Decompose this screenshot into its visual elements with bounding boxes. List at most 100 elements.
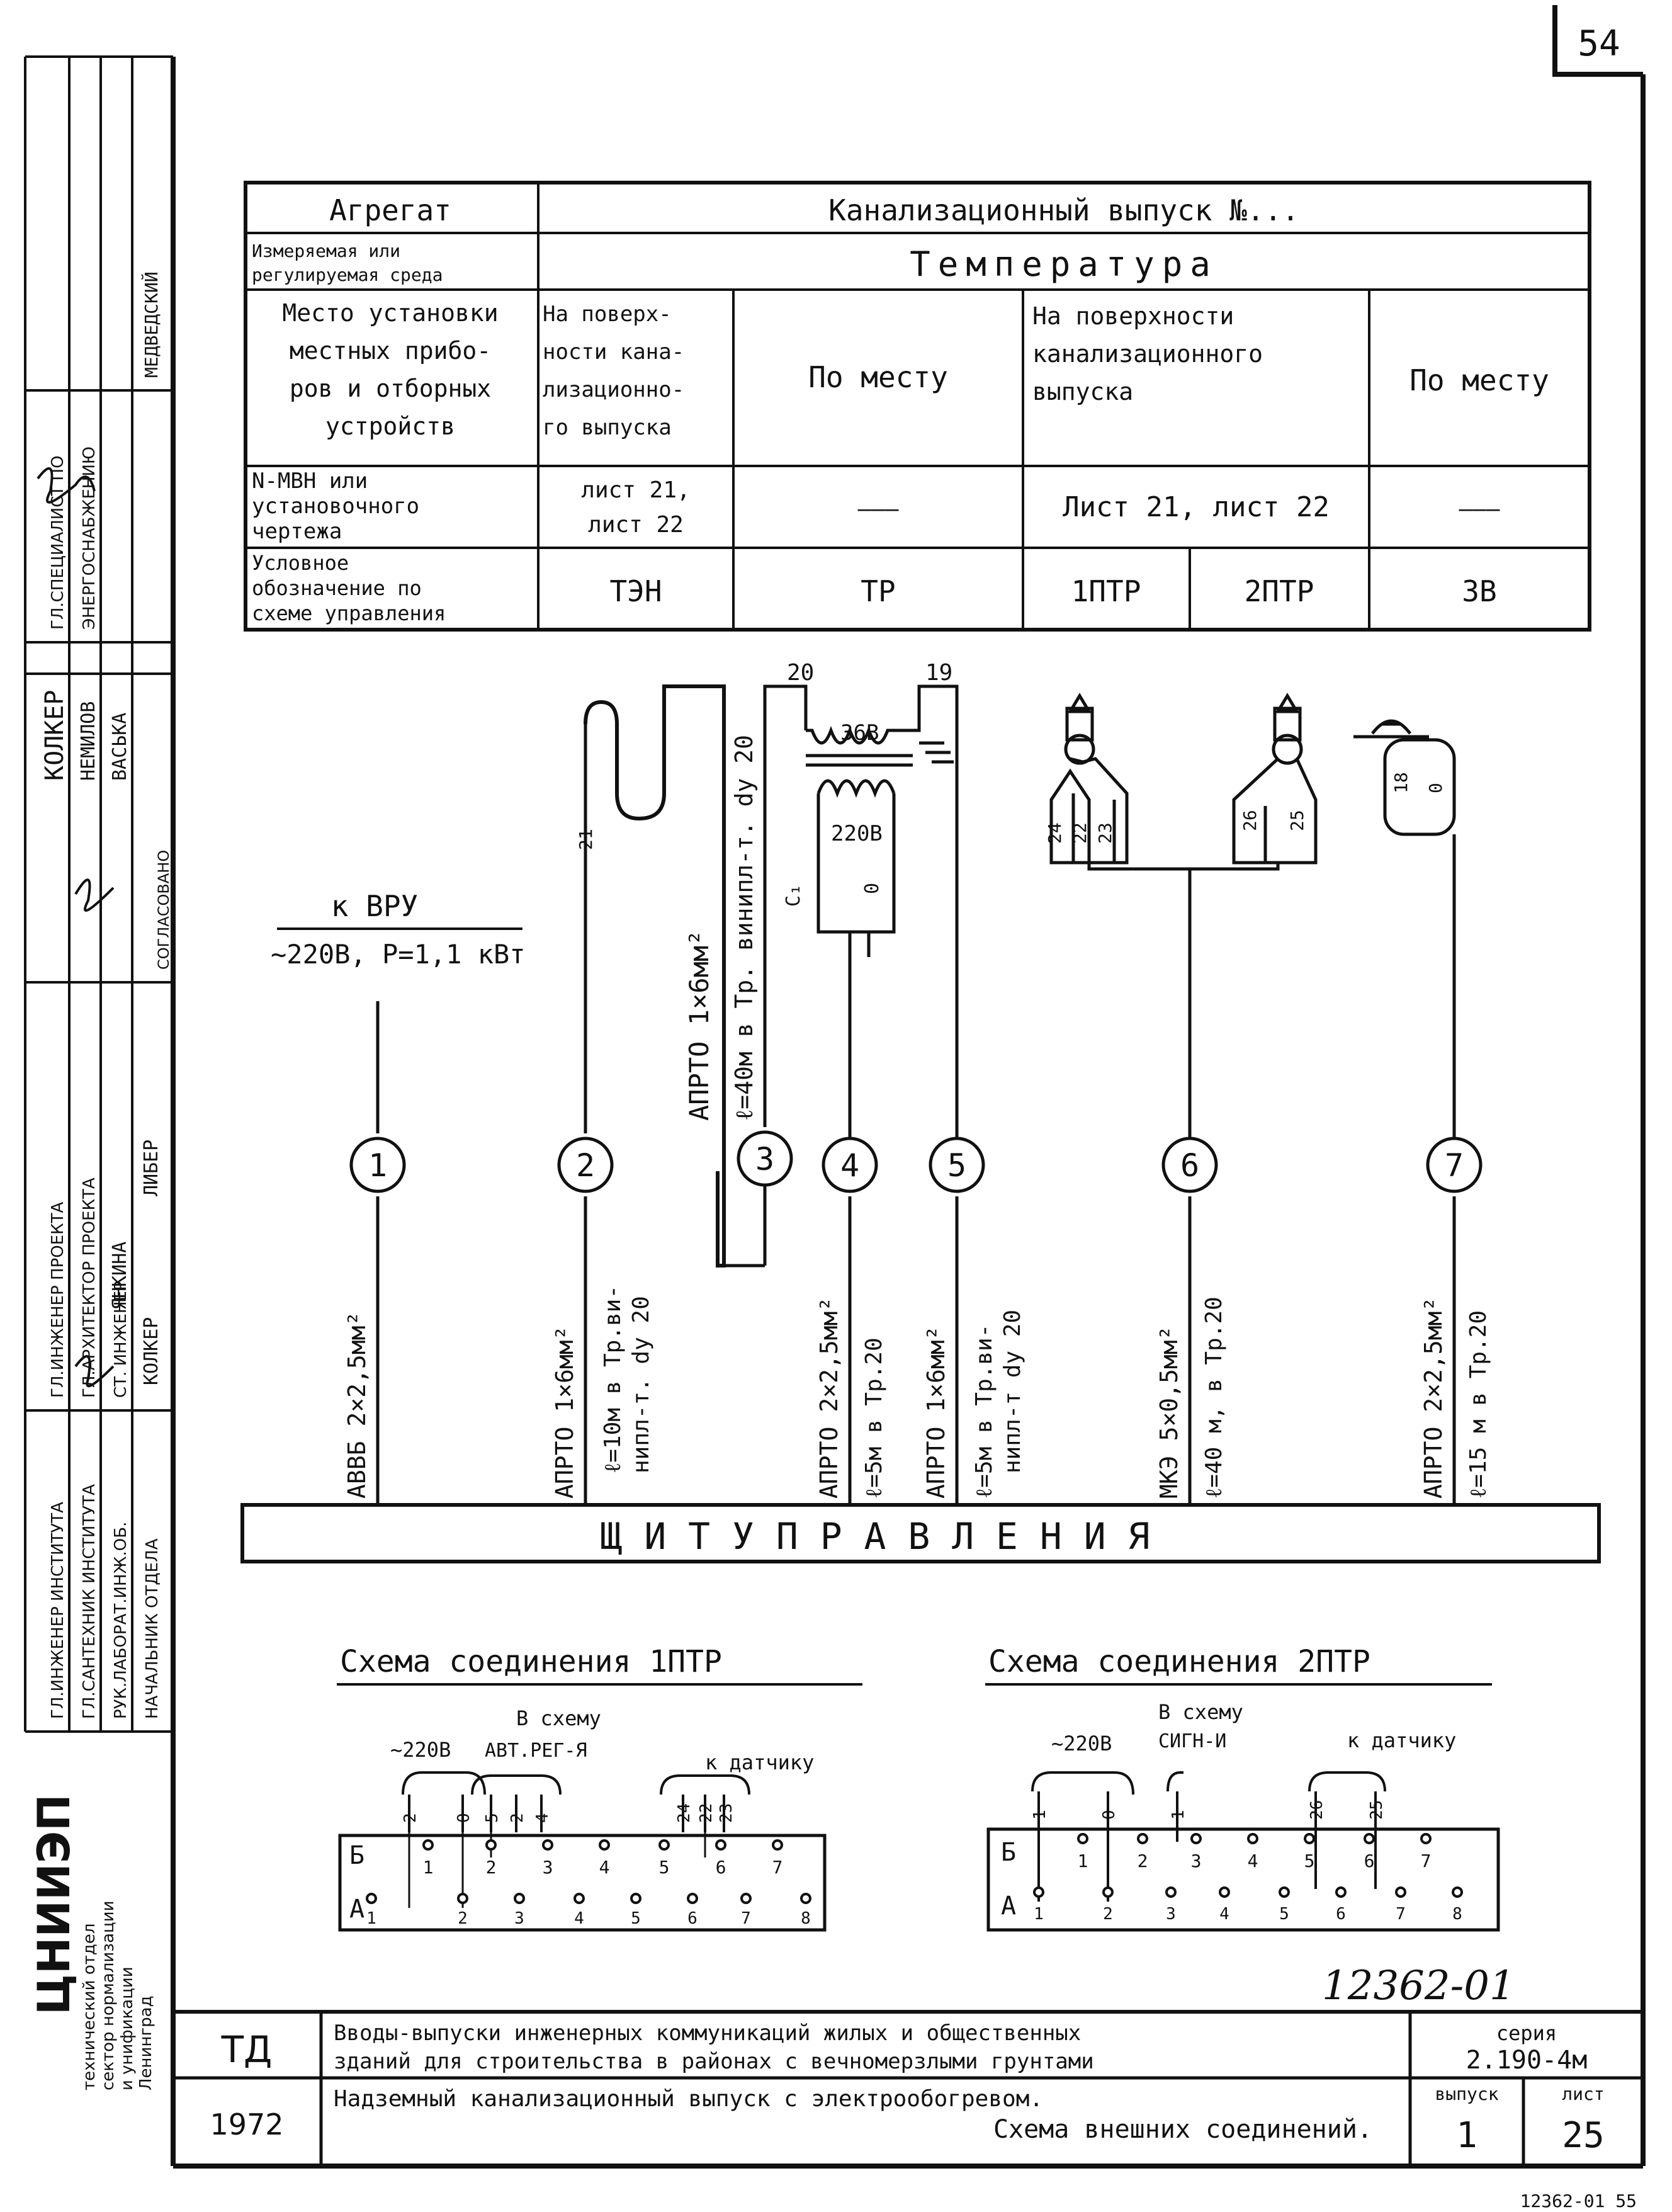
title-line-4: Схема внешних соединений. [993,2115,1372,2144]
scheme-2-sensor: к датчику [1347,1728,1456,1752]
s1-a-2: 2 [458,1909,468,1928]
scheme-1-sensor: к датчику [705,1750,814,1774]
table-symbol-label-3: схеме управления [252,601,446,625]
s1-b-4: 4 [599,1857,610,1878]
switch-labels: 18 0 [1391,772,1446,793]
table-aggregate-value: Канализационный выпуск №... [828,193,1299,227]
sidebar-name-6: КОЛКЕР [140,1317,162,1385]
page-number: 54 [1578,23,1620,64]
title-block-text: ТД 1972 Вводы-выпуски инженерных коммуни… [210,2021,1604,2156]
cable-7-marker [1426,1137,1483,1193]
s1-a-4: 4 [574,1909,584,1928]
cable-2-marker [557,1137,614,1193]
table-place-label-1: Место установки [282,299,498,327]
s2-a-1: 1 [1034,1905,1044,1924]
s1-b-7: 7 [772,1857,783,1878]
table-drawing-c1-2: лист 22 [588,512,684,538]
handwritten-number: 12362-01 [1322,1963,1515,2009]
table-medium-label-2: регулируемая среда [252,264,443,285]
cable-2-number: 2 [576,1147,595,1184]
cable-lines [376,1001,1456,1505]
cable-1-spec: АВВБ 2×2,5мм² [343,1312,371,1499]
cable-6-spec-2: ℓ=40 м, в Тр.20 [1201,1296,1227,1499]
parameters-table [244,181,1591,632]
s1-a-7: 7 [741,1909,751,1928]
s1-b-1: 1 [423,1857,434,1878]
sidebar-role-b3: СТ. ИНЖЕНЕР [111,1281,130,1398]
scheme-1-supply: ~220В [390,1738,451,1762]
cable-4-number: 4 [840,1147,859,1184]
table-symbol-c4: 2ПТР [1245,574,1314,608]
sidebar-role-a2: ГЛ.САНТЕХНИК ИНСТИТУТА [80,1484,99,1719]
table-drawing-label-3: чертежа [252,519,342,544]
scheme-1-terminals [366,1771,811,1908]
table-drawing-label-2: установочного [252,494,419,519]
table-place-label-4: устройств [325,412,455,440]
page-number-box: 54 [1552,5,1643,77]
supply-line-2: ~220В, Р=1,1 кВт [271,939,526,970]
sheet-frame [171,57,1646,2169]
cable-3-marker [737,1130,793,1187]
cable-markers [349,1130,1483,1193]
scheme-1ptr: Схема соединения 1ПТР В схему ~220В АВТ.… [337,1644,862,1932]
scheme-1-auto-2: АВТ.РЕГ-Я [485,1740,587,1762]
scheme-2-wire-labels: 1 0 1 26 25 [1031,1800,1386,1820]
switch-device [1353,719,1456,1146]
cable-5-marker [929,1137,985,1193]
wire-20: 20 [787,660,814,686]
table-drawing-c3: Лист 21, лист 22 [1063,491,1330,523]
s2-wire-26: 26 [1308,1800,1326,1820]
table-place-c1-3: лизационно- [543,377,684,402]
cable-6-marker [1161,1137,1218,1193]
wire-26: 26 [1240,810,1260,831]
s2-b-4: 4 [1248,1851,1258,1871]
cable-6-number: 6 [1180,1147,1199,1184]
title-vypusk-value: 1 [1456,2115,1477,2156]
s2-b-7: 7 [1421,1851,1432,1871]
cable-4-spec-2: ℓ=5м в Тр.20 [861,1337,887,1499]
title-seria-label: серия [1496,2021,1557,2045]
sidebar-role-c2: ЭНЕРГОСНАБЖЕНИЮ [80,446,99,630]
table-place-c3-2: канализационного [1032,340,1263,368]
sidebar-name-2: ЯНКИНА [109,1242,131,1310]
table-place-label-3: ров и отборных [290,375,491,402]
control-panel: Щ И Т У П Р А В Л Е Н И Я [240,1503,1601,1563]
title-line-3: Надземный канализационный выпуск с элект… [334,2086,1043,2112]
table-place-c1-4: го выпуска [543,415,672,440]
s1-wire-4: 4 [533,1813,552,1823]
label-zero: 0 [861,883,883,894]
table-drawing-c4: ——— [1459,496,1500,522]
scheme-2-terminal-numbers: 1 2 3 4 5 6 7 1 2 3 4 5 6 7 8 [1034,1851,1462,1924]
scheme-2-row-b: Б [1001,1838,1016,1867]
title-block [173,2010,1643,2166]
wire-25: 25 [1287,810,1308,831]
s2-wire-1b: 1 [1169,1810,1188,1820]
scheme-2-row-a: А [1001,1892,1016,1920]
s1-b-3: 3 [543,1857,553,1878]
supply-line-1: к ВРУ [331,889,418,923]
wire-18: 18 [1391,772,1411,793]
s1-wire-2a: 2 [401,1813,420,1823]
sidebar-text: ГЛ.СПЕЦИАЛИСТ ПО ЭНЕРГОСНАБЖЕНИЮ МЕДВЕДС… [28,271,172,2090]
table-symbol-c3: 1ПТР [1071,574,1141,608]
cable-6-spec: МКЭ 5×0,5мм² [1155,1325,1183,1499]
s2-a-6: 6 [1336,1905,1346,1924]
sidebar-org-name: ЦНИИЭП [28,1794,80,2015]
s1-b-6: 6 [716,1857,726,1878]
s2-a-2: 2 [1103,1905,1113,1924]
s1-b-2: 2 [486,1857,497,1878]
scheme-2-supply: ~220В [1051,1732,1112,1755]
cable-numbers: 1 2 3 4 5 6 7 [368,1141,1464,1184]
s2-b-5: 5 [1304,1851,1315,1871]
parameters-table-text: Агрегат Канализационный выпуск №... Изме… [252,193,1549,625]
table-place-c2: По месту [808,360,948,394]
table-medium-value: Температура [910,244,1218,284]
table-drawing-c1-1: лист 21, [581,477,690,503]
scheme-1-row-a: А [349,1895,364,1924]
table-place-c1-1: На поверх- [543,302,672,327]
table-aggregate-label: Агрегат [329,193,451,227]
wire-24: 24 [1044,822,1065,844]
sidebar-role-a1: ГЛ.ИНЖЕНЕР ИНСТИТУТА [48,1502,67,1719]
s1-wire-0: 0 [455,1813,473,1823]
scheme-2-terminals [1031,1771,1463,1902]
